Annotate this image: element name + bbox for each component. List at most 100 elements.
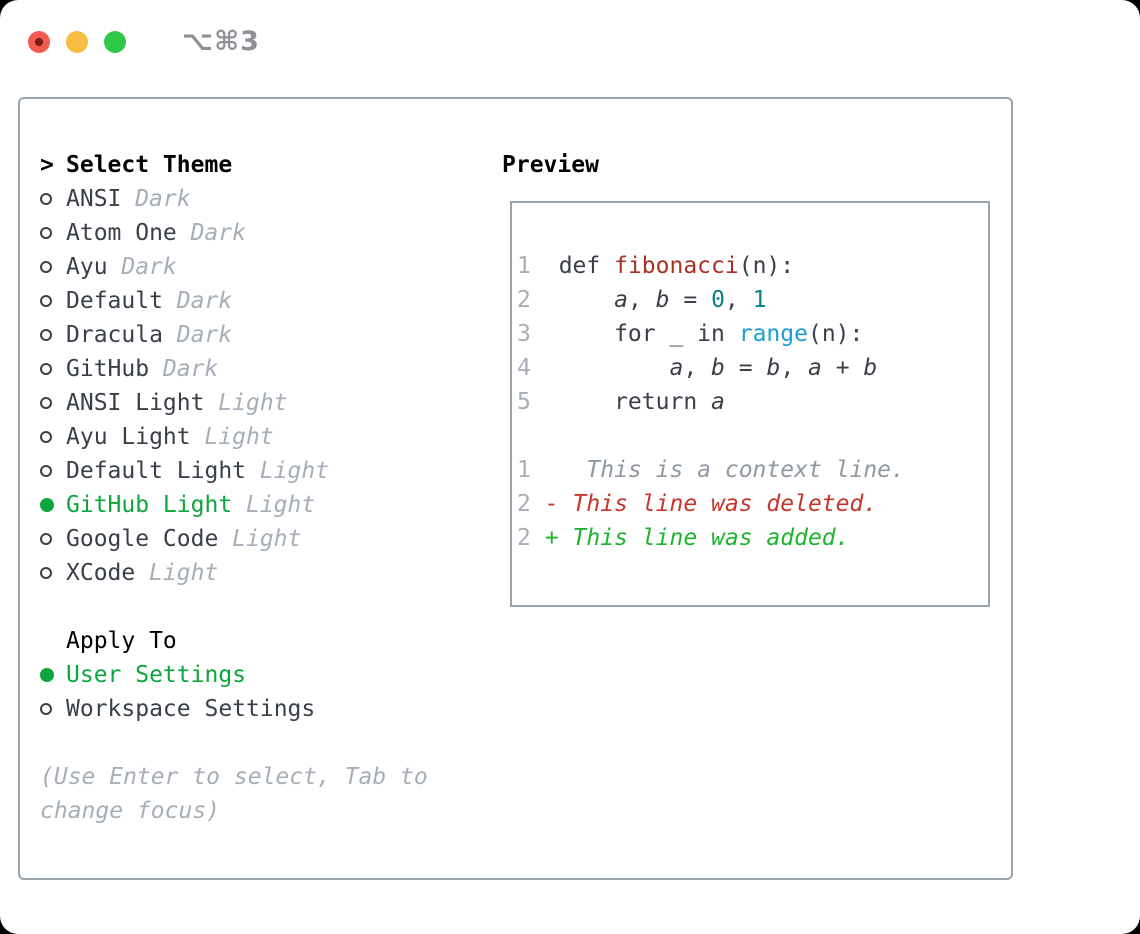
theme-option-variant: Light — [218, 390, 288, 416]
preview-code-line: 2 + This line was added. — [517, 521, 984, 555]
theme-option-name: Ayu Light — [66, 424, 191, 450]
theme-option-name: Google Code — [66, 526, 219, 552]
code-segment: (n): — [807, 321, 864, 347]
theme-option-variant: Light — [259, 458, 330, 484]
window-title: ⌥⌘3 — [182, 26, 260, 57]
radio-icon — [40, 431, 52, 443]
preview-code-line: 1 This is a context line. — [517, 453, 984, 487]
apply-to-option-name: User Settings — [66, 662, 247, 688]
code-segment: , — [780, 355, 809, 381]
theme-option[interactable]: Ayu Dark — [40, 250, 502, 284]
radio-icon — [40, 227, 52, 239]
theme-option-variant: Light — [232, 526, 302, 552]
theme-option[interactable]: ANSI Dark — [40, 182, 502, 216]
theme-option[interactable]: Default Light Light — [40, 454, 502, 488]
theme-option-name: ANSI — [66, 186, 122, 212]
code-segment: b — [766, 355, 781, 381]
theme-option-name: Default Light — [66, 458, 247, 484]
code-segment: for _ in — [531, 321, 739, 347]
code-segment: (n): — [738, 253, 795, 279]
theme-option-variant: Dark — [135, 186, 191, 212]
code-segment: 0 — [711, 287, 725, 313]
radio-icon — [40, 567, 52, 579]
code-segment — [531, 355, 669, 381]
code-text: a, b = b, a + b — [531, 351, 877, 385]
preview-section: Preview 1 def fibonacci(n): 2 a, b = 0, … — [502, 148, 993, 860]
theme-option-name: GitHub Light — [66, 492, 233, 518]
theme-option[interactable]: GitHub Light Light — [40, 488, 502, 522]
theme-option-name: Default — [66, 288, 163, 314]
apply-to-option[interactable]: User Settings — [40, 658, 502, 692]
preview-code-line: 2 a, b = 0, 1 — [517, 283, 984, 317]
line-number: 4 — [517, 355, 531, 381]
titlebar: ⌥⌘3 — [28, 26, 260, 57]
code-segment: def — [531, 253, 615, 279]
theme-option[interactable]: ANSI Light Light — [40, 386, 502, 420]
theme-picker-panel: > Select Theme ANSI Dark Atom One Dark A… — [18, 97, 1013, 880]
code-segment: = — [669, 287, 712, 313]
code-segment: - This line was deleted. — [531, 491, 878, 517]
code-text: This is a context line. — [531, 453, 905, 487]
apply-to-options: User Settings Workspace Settings — [40, 658, 502, 726]
code-segment: a — [669, 355, 684, 381]
code-segment: b — [655, 287, 670, 313]
close-button[interactable] — [28, 30, 50, 53]
theme-list-section: > Select Theme ANSI Dark Atom One Dark A… — [40, 148, 502, 860]
line-number: 2 — [517, 491, 531, 517]
code-segment: fibonacci — [614, 253, 739, 279]
theme-option-name: Atom One — [66, 220, 177, 246]
theme-option[interactable]: Default Dark — [40, 284, 502, 318]
zoom-button[interactable] — [104, 30, 126, 53]
theme-option-name: XCode — [66, 560, 136, 586]
select-theme-header-row: > Select Theme — [40, 148, 502, 182]
theme-option-name: Dracula — [66, 322, 163, 348]
code-segment: 1 — [752, 287, 767, 313]
theme-option-variant: Light — [245, 492, 316, 518]
code-text: + This line was added. — [531, 521, 850, 555]
code-text: for _ in range(n): — [531, 317, 863, 351]
code-text: a, b = 0, 1 — [531, 283, 766, 317]
code-segment: + — [821, 355, 864, 381]
code-segment: b — [711, 355, 725, 381]
theme-option[interactable]: Google Code Light — [40, 522, 502, 556]
select-theme-title: Select Theme — [66, 152, 233, 178]
hint-text: (Use Enter to select, Tab to change focu… — [40, 764, 428, 824]
theme-option[interactable]: Atom One Dark — [40, 216, 502, 250]
preview-code-line — [517, 419, 984, 453]
code-text: def fibonacci(n): — [531, 249, 794, 283]
theme-option-variant: Dark — [190, 220, 246, 246]
minimize-button[interactable] — [66, 30, 88, 53]
radio-icon — [40, 498, 54, 512]
code-segment: range — [738, 321, 808, 347]
radio-icon — [40, 193, 52, 205]
radio-icon — [40, 703, 52, 715]
radio-icon — [40, 465, 52, 477]
theme-option[interactable]: Dracula Dark — [40, 318, 502, 352]
code-segment: a — [614, 287, 628, 313]
line-number: 3 — [517, 321, 531, 347]
theme-option[interactable]: XCode Light — [40, 556, 502, 590]
apply-to-title: Apply To — [66, 628, 177, 654]
code-segment — [531, 287, 614, 313]
line-number: 2 — [517, 287, 531, 313]
theme-option[interactable]: GitHub Dark — [40, 352, 502, 386]
theme-option-variant: Dark — [121, 254, 177, 280]
radio-icon — [40, 533, 52, 545]
close-dot-icon — [35, 37, 43, 46]
radio-icon — [40, 363, 52, 375]
theme-option-variant: Dark — [176, 322, 233, 348]
code-segment: This is a context line. — [531, 457, 905, 483]
theme-option[interactable]: Ayu Light Light — [40, 420, 502, 454]
code-segment: , — [627, 287, 656, 313]
code-segment: , — [724, 287, 753, 313]
apply-to-option[interactable]: Workspace Settings — [40, 692, 502, 726]
code-segment: a — [711, 389, 725, 415]
radio-icon — [40, 261, 52, 273]
preview-code-line: 4 a, b = b, a + b — [517, 351, 984, 385]
preview-code-line: 1 def fibonacci(n): — [517, 249, 984, 283]
preview-box: 1 def fibonacci(n): 2 a, b = 0, 1 3 for … — [510, 201, 990, 607]
radio-icon — [40, 295, 52, 307]
theme-option-variant: Light — [149, 560, 219, 586]
line-number: 5 — [517, 389, 531, 415]
